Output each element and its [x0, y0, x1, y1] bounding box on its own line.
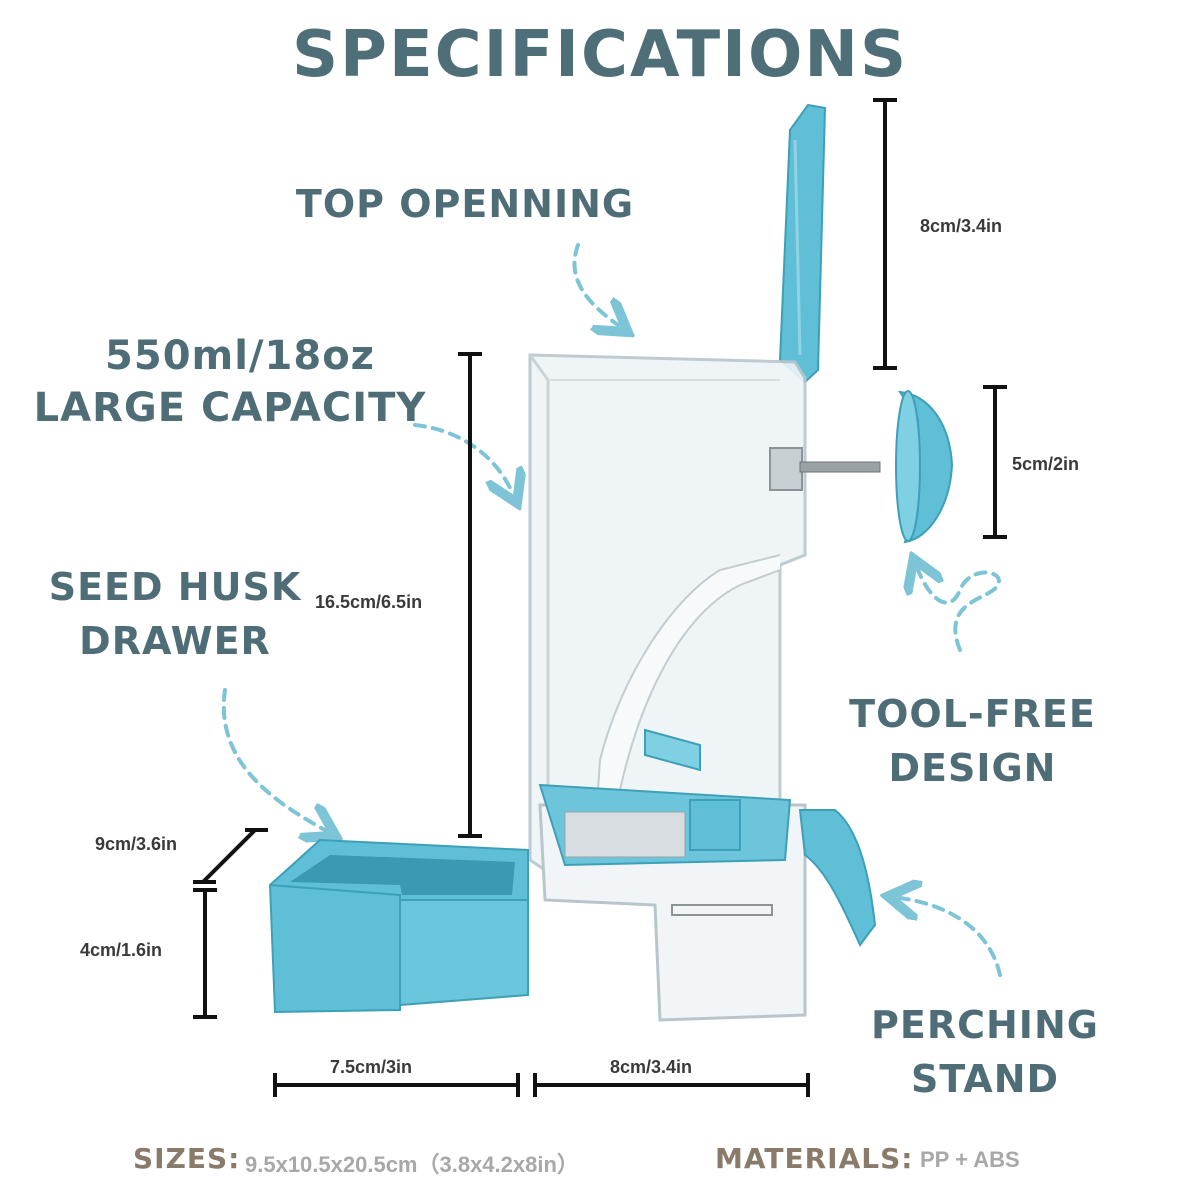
dim-knob-height: 5cm/2in	[1012, 454, 1080, 474]
dim-drawer-depth: 9cm/3.6in	[95, 834, 178, 854]
label-perch-line2: STAND	[910, 1057, 1060, 1101]
materials-value: PP + ABS	[920, 1147, 1020, 1172]
label-toolfree-line2: DESIGN	[888, 746, 1057, 790]
dim-drawer-height: 4cm/1.6in	[80, 940, 163, 960]
arrow-drawer	[221, 688, 325, 830]
base-illustration	[538, 728, 877, 1022]
label-toolfree-line1: TOOL-FREE	[849, 692, 1096, 736]
dim-lid-height: 8cm/3.4in	[920, 216, 1003, 236]
label-capacity: LARGE CAPACITY	[33, 385, 427, 431]
sizes-value: 9.5x10.5x20.5cm（3.8x4.2x8in）	[245, 1152, 579, 1177]
sizes-label: SIZES:	[133, 1142, 241, 1175]
label-drawer-line2: DRAWER	[79, 619, 271, 663]
dimension-lines	[193, 98, 1007, 1097]
dim-body-height: 16.5cm/6.5in	[315, 592, 423, 612]
dim-body-width: 8cm/3.4in	[610, 1057, 693, 1077]
arrow-perch	[900, 898, 1002, 977]
label-drawer-line1: SEED HUSK	[48, 565, 302, 609]
dim-drawer-width: 7.5cm/3in	[330, 1057, 413, 1077]
materials-label: MATERIALS:	[715, 1142, 914, 1175]
label-top-opening: TOP OPENNING	[295, 182, 635, 226]
container-illustration	[528, 353, 881, 873]
page-title: SPECIFICATIONS	[291, 18, 909, 92]
drawer-illustration	[268, 838, 529, 1014]
arrow-toolfree	[918, 570, 1001, 652]
knob-illustration	[895, 390, 954, 544]
lid-illustration	[778, 103, 827, 384]
arrow-top-opening	[572, 243, 618, 325]
arrow-capacity	[413, 423, 512, 492]
label-capacity-volume: 550ml/18oz	[105, 333, 375, 379]
label-perch-line1: PERCHING	[871, 1003, 1099, 1047]
